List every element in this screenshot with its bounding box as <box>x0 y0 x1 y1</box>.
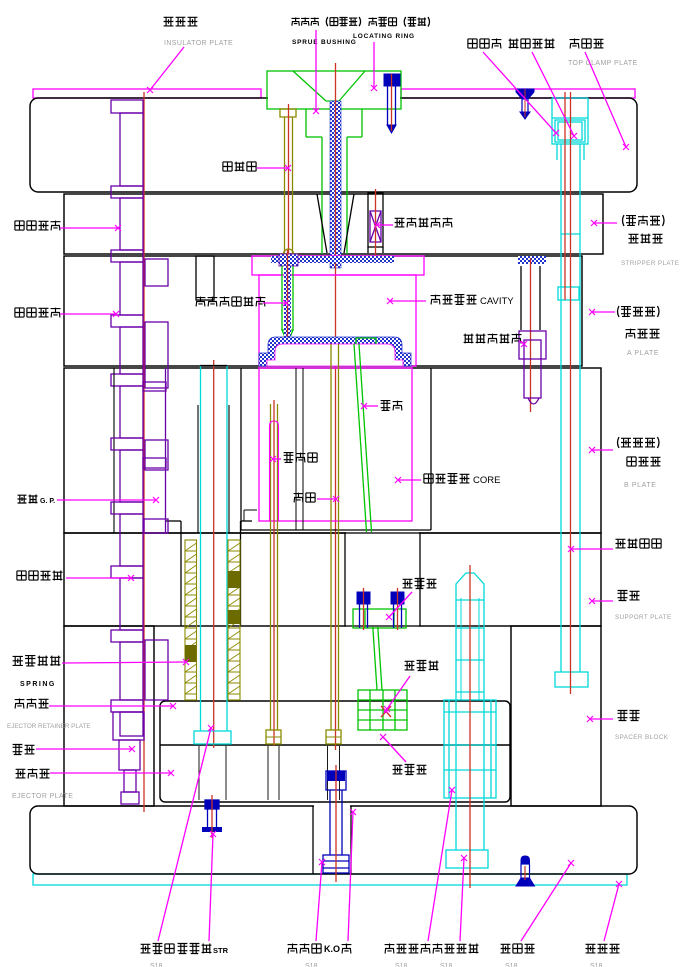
svg-text:B PLATE: B PLATE <box>624 482 656 489</box>
svg-text:STR: STR <box>213 946 229 955</box>
svg-text:EJECTOR PLATE: EJECTOR PLATE <box>12 793 73 800</box>
svg-text:INSULATOR PLATE: INSULATOR PLATE <box>164 40 233 47</box>
svg-text:SPRUE BUSHING: SPRUE BUSHING <box>292 39 357 46</box>
svg-text:SUPPORT PLATE: SUPPORT PLATE <box>615 614 672 621</box>
svg-text:LOCATING RING: LOCATING RING <box>353 33 415 40</box>
svg-text:A PLATE: A PLATE <box>627 350 659 357</box>
svg-text:EJECTOR RETAINER PLATE: EJECTOR RETAINER PLATE <box>7 723 91 730</box>
svg-text:CAVITY: CAVITY <box>480 296 514 307</box>
svg-text:STRIPPER PLATE: STRIPPER PLATE <box>621 260 679 267</box>
svg-text:CORE: CORE <box>473 475 500 486</box>
svg-text:S18: S18 <box>590 963 603 967</box>
svg-text:G. P.: G. P. <box>40 498 55 505</box>
svg-text:SPACER BLOCK: SPACER BLOCK <box>615 734 669 741</box>
svg-text:S18: S18 <box>505 963 518 967</box>
svg-text:S18: S18 <box>150 963 163 967</box>
svg-text:K.O: K.O <box>324 944 340 954</box>
svg-text:TOP CLAMP PLATE: TOP CLAMP PLATE <box>568 60 638 67</box>
svg-text:S18: S18 <box>395 963 408 967</box>
svg-text:SPRING: SPRING <box>20 681 56 688</box>
svg-text:S18: S18 <box>440 963 453 967</box>
svg-text:S18: S18 <box>305 963 318 967</box>
